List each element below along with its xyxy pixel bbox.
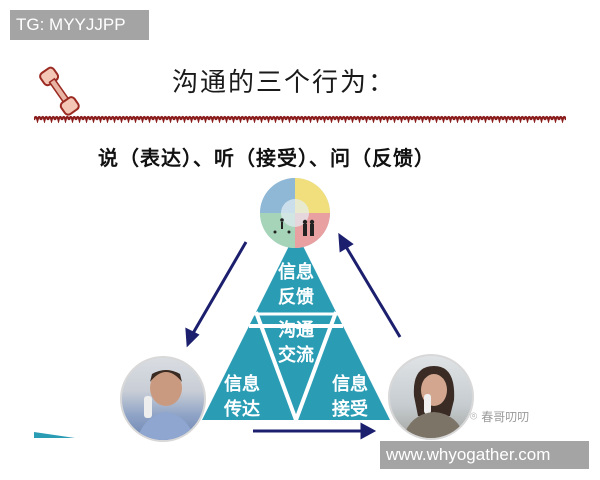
slide-subtitle: 说（表达）、听（接受）、问（反馈） xyxy=(98,146,435,170)
url-watermark-badge: www.whyogather.com xyxy=(380,441,589,469)
tg-watermark-badge: TG: MYYJJPP xyxy=(10,10,149,40)
woman-on-phone-photo xyxy=(388,354,474,440)
wechat-icon: ⌾ xyxy=(470,409,478,423)
label-info-transmit: 信息 传达 xyxy=(224,374,260,420)
label-communication: 沟通 交流 xyxy=(278,320,314,366)
telephone-handset-icon xyxy=(39,66,80,116)
wechat-watermark: ⌾ 春哥叨叨 xyxy=(470,409,530,424)
people-circle-icon xyxy=(260,178,330,248)
arrow-left-to-right xyxy=(253,422,377,440)
slide-title: 沟通的三个行为： xyxy=(172,68,397,98)
arrow-top-to-left xyxy=(185,241,248,348)
arrow-right-to-top xyxy=(338,232,402,338)
label-info-feedback: 信息 反馈 xyxy=(278,262,314,308)
phone-cord-divider xyxy=(34,113,566,123)
label-info-receive: 信息 接受 xyxy=(332,374,368,420)
man-on-phone-photo xyxy=(120,356,206,442)
